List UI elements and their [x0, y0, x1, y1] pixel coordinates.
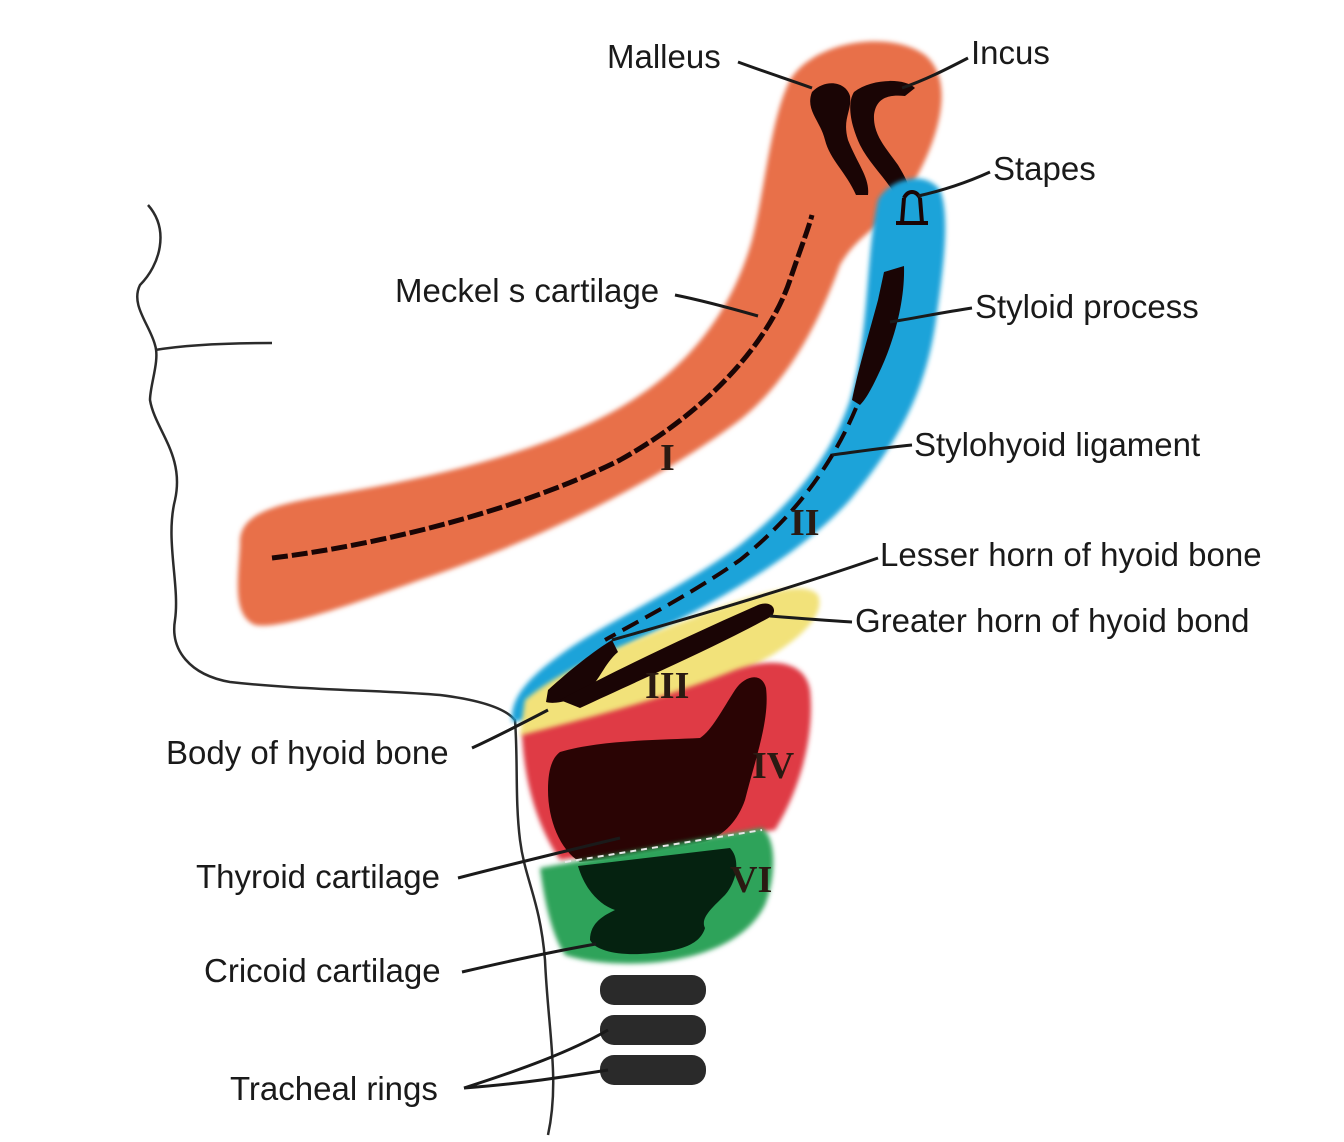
incus-cartilage — [850, 80, 915, 200]
incus-leader — [901, 56, 969, 90]
meckels-cartilage-label: Meckel s cartilage — [395, 272, 659, 309]
meckels-cartilage-leader — [674, 293, 759, 318]
stylohyoid-ligament-label: Stylohyoid ligament — [914, 426, 1200, 463]
styloid-process-label: Styloid process — [975, 288, 1199, 325]
stylohyoid-ligament-leader — [831, 443, 913, 457]
body-of-hyoid-label: Body of hyoid bone — [166, 734, 449, 771]
tracheal-ring — [600, 975, 706, 1005]
stapes-cartilage — [896, 190, 928, 225]
thyroid-cartilage-label: Thyroid cartilage — [196, 858, 440, 895]
thyroid-cartilage — [548, 677, 767, 862]
meckels-cartilage-line — [271, 214, 815, 561]
greater-horn-leader — [769, 614, 853, 624]
greater-horn-cartilage — [560, 603, 775, 708]
lesser-horn-label: Lesser horn of hyoid bone — [880, 536, 1262, 573]
cricoid-cartilage — [578, 848, 737, 955]
face-profile-outline — [136, 204, 555, 1136]
stapes-leader — [917, 170, 991, 198]
body-of-hyoid-leader — [471, 708, 549, 750]
styloid-process-leader — [889, 306, 973, 324]
face-profile-chin-stroke — [154, 341, 273, 352]
styloid-process-cartilage — [852, 266, 905, 405]
lesser-horn-cartilage — [546, 640, 618, 703]
tracheal-rings-leader-upper — [463, 1028, 609, 1090]
stylohyoid-ligament-line — [604, 407, 858, 642]
cricoid-cartilage-label: Cricoid cartilage — [204, 952, 441, 989]
incus-label: Incus — [971, 34, 1050, 71]
lesser-horn-leader — [611, 556, 879, 642]
arch-4-numeral: IV — [752, 745, 795, 787]
malleus-label: Malleus — [607, 38, 721, 75]
stapes-label: Stapes — [993, 150, 1096, 187]
thyroid-cartilage-leader — [457, 836, 621, 880]
cricoid-cartilage-leader — [461, 942, 597, 974]
tracheal-ring — [600, 1055, 706, 1085]
arch-1-region — [237, 41, 942, 626]
arch-4-6-boundary — [564, 829, 763, 863]
arch-2-numeral: II — [790, 502, 820, 544]
greater-horn-label: Greater horn of hyoid bond — [855, 602, 1249, 639]
arch-1-numeral: I — [660, 437, 675, 479]
tracheal-rings-leader-lower — [463, 1068, 609, 1090]
tracheal-rings-label: Tracheal rings — [230, 1070, 438, 1107]
arch-3-numeral: III — [645, 665, 689, 707]
tracheal-ring — [600, 1015, 706, 1045]
arch-6-numeral: VI — [730, 859, 772, 901]
malleus-leader — [737, 60, 813, 90]
malleus-cartilage — [810, 83, 869, 195]
